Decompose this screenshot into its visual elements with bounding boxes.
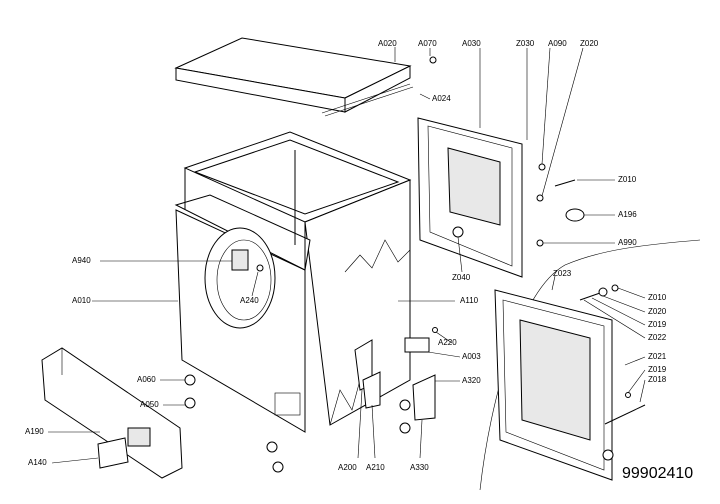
label-Z040: Z040 (452, 273, 471, 282)
label-A140: A140 (28, 458, 47, 467)
label-A330: A330 (410, 463, 429, 472)
label-A090: A090 (548, 39, 567, 48)
label-A210: A210 (366, 463, 385, 472)
label-Z030: Z030 (516, 39, 535, 48)
door-frame-lower (479, 239, 701, 491)
label-A220: A220 (438, 338, 457, 347)
label-Z018: Z018 (648, 375, 667, 384)
label-Z023: Z023 (553, 269, 572, 278)
label-A190: A190 (25, 427, 44, 436)
label-A010: A010 (72, 296, 91, 305)
label-A024: A024 (432, 94, 451, 103)
document-number: 99902410 (622, 465, 694, 482)
top-cover-panel (174, 37, 414, 117)
label-A060: A060 (137, 375, 156, 384)
label-A070: A070 (418, 39, 437, 48)
label-A003: A003 (462, 352, 481, 361)
label-A320: A320 (462, 376, 481, 385)
label-Z020: Z020 (648, 307, 667, 316)
label-Z010-top: Z010 (618, 175, 637, 184)
rear-frame-A030 (417, 117, 523, 278)
label-A990: A990 (618, 238, 637, 247)
label-Z022: Z022 (648, 333, 667, 342)
label-Z021: Z021 (648, 352, 667, 361)
label-A050: A050 (140, 400, 159, 409)
label-Z020-top: Z020 (580, 39, 599, 48)
label-A940: A940 (72, 256, 91, 265)
label-Z010: Z010 (648, 293, 667, 302)
cabinet-body (174, 131, 412, 433)
label-Z019: Z019 (648, 320, 667, 329)
label-A200: A200 (338, 463, 357, 472)
control-panel-A190 (41, 347, 183, 479)
label-A240: A240 (240, 296, 259, 305)
leader-lines (48, 47, 646, 464)
label-A196: A196 (618, 210, 637, 219)
hardware-parts (184, 56, 646, 473)
label-Z019-b: Z019 (648, 365, 667, 374)
label-A020: A020 (378, 39, 397, 48)
label-A110: A110 (460, 296, 479, 305)
label-A030: A030 (462, 39, 481, 48)
